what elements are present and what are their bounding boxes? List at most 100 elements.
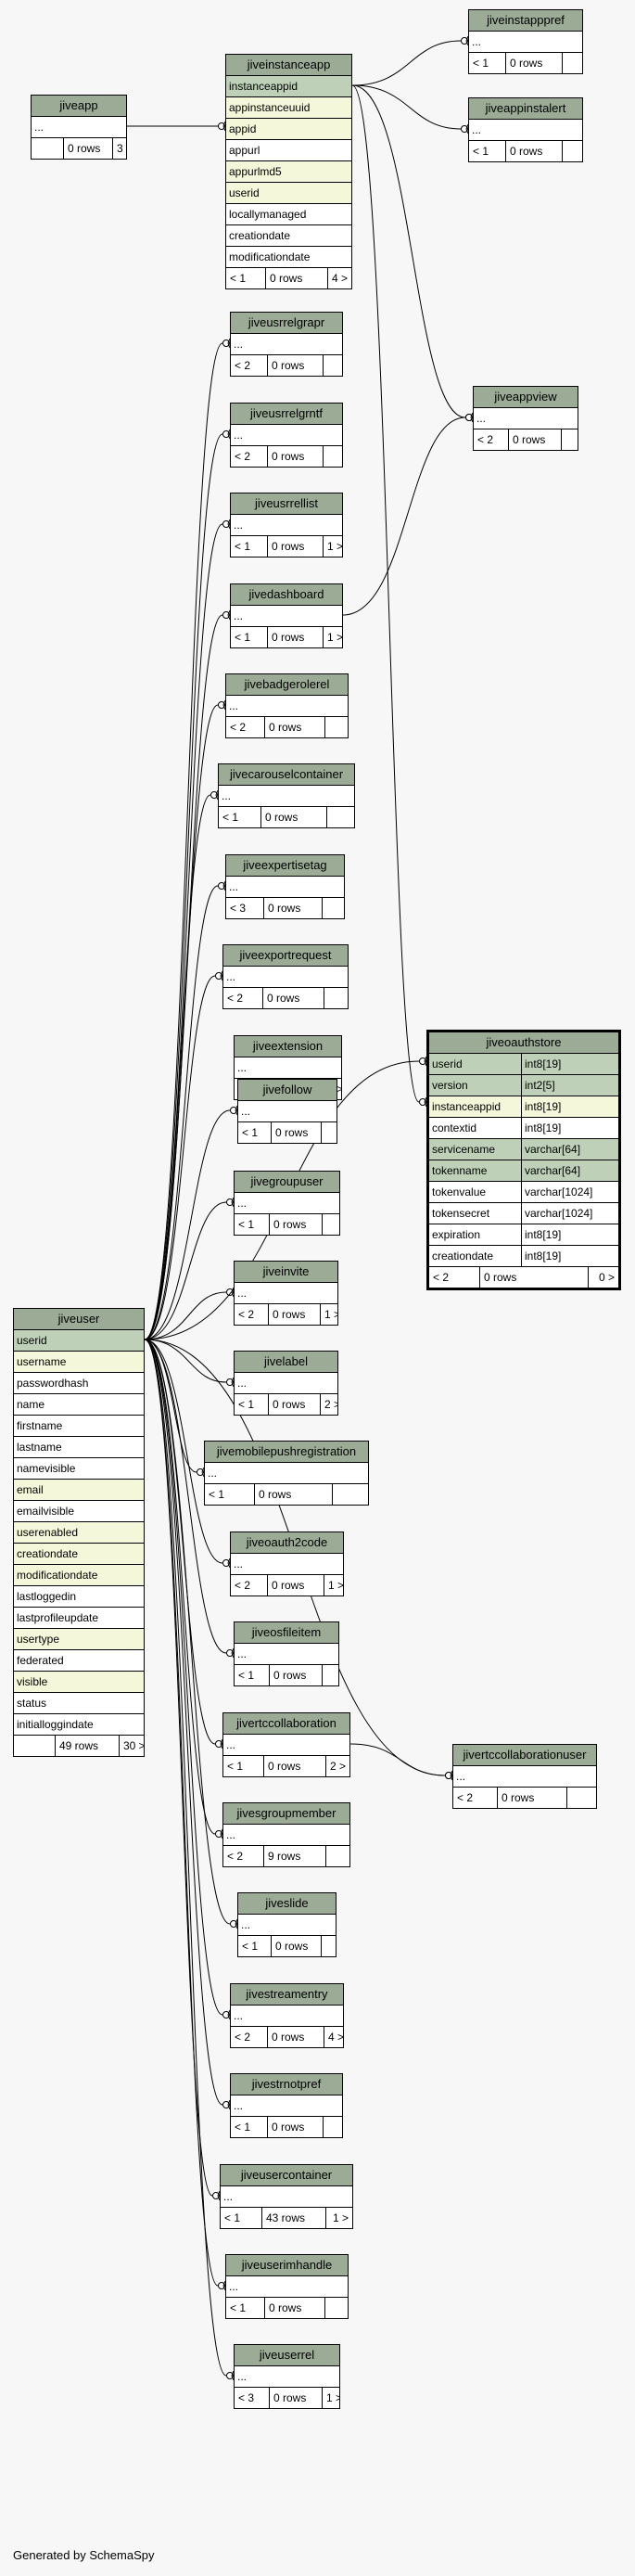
column-row[interactable]: ... bbox=[231, 2006, 343, 2027]
column-row[interactable]: ... bbox=[223, 1735, 349, 1756]
column-row[interactable]: userid bbox=[14, 1330, 144, 1352]
column-row[interactable]: ... bbox=[205, 1463, 368, 1484]
column-row[interactable]: ... bbox=[231, 515, 342, 536]
children-count: < 3 bbox=[235, 2388, 270, 2408]
column-name: ... bbox=[472, 35, 482, 48]
column-row[interactable]: instanceappid bbox=[226, 76, 351, 97]
column-row[interactable]: name bbox=[14, 1394, 144, 1416]
column-row[interactable]: ... bbox=[235, 1057, 341, 1079]
column-row[interactable]: federated bbox=[14, 1650, 144, 1672]
column-row[interactable]: initialloggindate bbox=[14, 1714, 144, 1736]
column-row[interactable]: userid bbox=[226, 183, 351, 204]
column-row[interactable]: namevisible bbox=[14, 1458, 144, 1480]
column-row[interactable]: ... bbox=[235, 1193, 339, 1214]
column-row[interactable]: ... bbox=[226, 696, 348, 717]
column-row[interactable]: ... bbox=[32, 117, 126, 138]
column-row[interactable]: firstname bbox=[14, 1416, 144, 1437]
column-row[interactable]: modificationdate bbox=[226, 247, 351, 268]
column-row[interactable]: userenabled bbox=[14, 1522, 144, 1544]
column-row[interactable]: ... bbox=[235, 2366, 339, 2388]
column-row[interactable]: lastname bbox=[14, 1437, 144, 1458]
column-row[interactable]: ... bbox=[231, 1554, 343, 1575]
column-row[interactable]: ... bbox=[469, 120, 582, 141]
column-row[interactable]: usertype bbox=[14, 1629, 144, 1650]
column-row[interactable]: ... bbox=[474, 408, 578, 429]
column-row[interactable]: lastloggedin bbox=[14, 1586, 144, 1608]
column-row[interactable]: ... bbox=[231, 425, 342, 446]
column-row[interactable]: visible bbox=[14, 1672, 144, 1693]
column-row[interactable]: locallymanaged bbox=[226, 204, 351, 225]
column-row[interactable]: username bbox=[14, 1352, 144, 1373]
column-row[interactable]: ... bbox=[221, 2186, 352, 2208]
column-row[interactable]: ... bbox=[235, 1373, 337, 1394]
column-row[interactable]: appid bbox=[226, 119, 351, 140]
column-row[interactable]: appurl bbox=[226, 140, 351, 161]
column-row[interactable]: ... bbox=[231, 606, 342, 627]
column-row[interactable]: passwordhash bbox=[14, 1373, 144, 1394]
column-row[interactable]: ... bbox=[223, 1825, 349, 1846]
column-row[interactable]: ... bbox=[235, 1283, 337, 1304]
column-row[interactable]: ... bbox=[238, 1915, 336, 1936]
column-row[interactable]: status bbox=[14, 1693, 144, 1714]
column-row[interactable]: ... bbox=[235, 1644, 338, 1665]
column-row[interactable]: ... bbox=[226, 2276, 348, 2298]
column-row[interactable]: ... bbox=[231, 334, 342, 355]
column-row[interactable]: emailvisible bbox=[14, 1501, 144, 1522]
column-row[interactable]: ... bbox=[219, 786, 354, 807]
column-row[interactable]: ... bbox=[231, 2095, 342, 2117]
column-row[interactable]: creationdate bbox=[226, 225, 351, 247]
column-row[interactable]: email bbox=[14, 1480, 144, 1501]
column-row[interactable]: ... bbox=[238, 1101, 337, 1122]
column-row[interactable]: ... bbox=[453, 1766, 596, 1788]
column-row[interactable]: appurlmd5 bbox=[226, 161, 351, 183]
column-row[interactable]: creationdate bbox=[14, 1544, 144, 1565]
column-row[interactable]: ... bbox=[226, 877, 344, 898]
column-row[interactable]: ... bbox=[223, 967, 348, 988]
column-row[interactable]: modificationdate bbox=[14, 1565, 144, 1586]
column-row[interactable]: appinstanceuuid bbox=[226, 97, 351, 119]
column-row[interactable]: ... bbox=[469, 32, 582, 53]
column-row[interactable]: lastprofileupdate bbox=[14, 1608, 144, 1629]
